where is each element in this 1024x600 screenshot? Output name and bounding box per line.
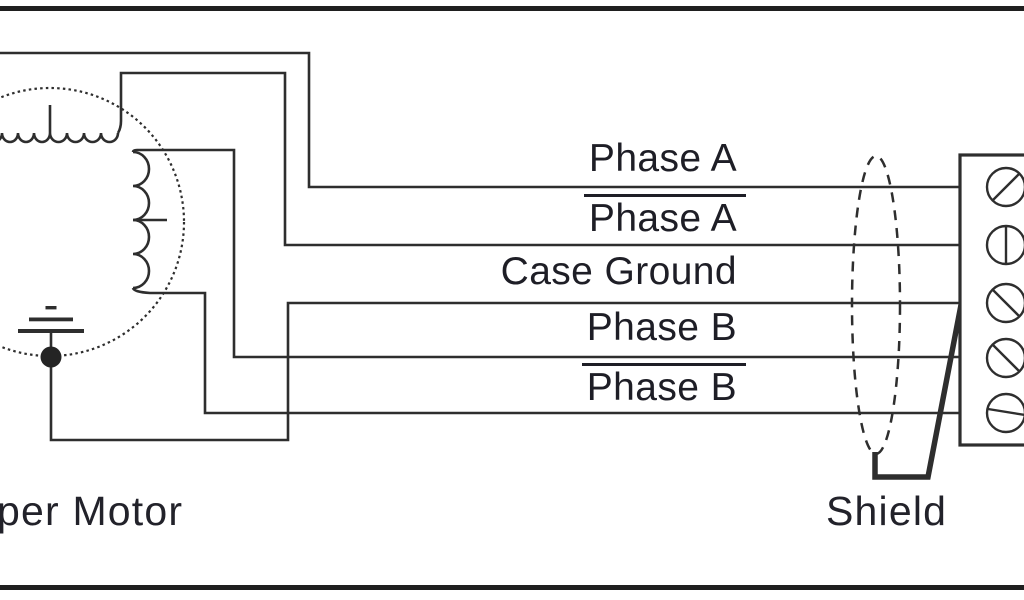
label-phase-a: Phase A (588, 137, 737, 180)
screw-terminal-phase-b (985, 337, 1024, 379)
case-junction-dot (40, 346, 62, 368)
label-phase-b: Phase B (586, 306, 737, 349)
screw-slot-phase-b (992, 344, 1020, 372)
screw-slot-case-ground (992, 289, 1020, 317)
wire-phase-a-bar (116, 71, 960, 247)
screw-terminals (985, 166, 1024, 434)
screw-terminal-case-ground (985, 282, 1024, 324)
label-phase-a-bar: Phase A (477, 194, 746, 238)
wire-phase-b-bar (131, 287, 960, 415)
label-case-ground: Case Ground (500, 250, 737, 293)
motor-caption: per Motor (0, 488, 184, 534)
ground-symbol (18, 306, 84, 333)
shield-ellipse (850, 154, 902, 456)
screw-terminal-phase-b-bar (985, 392, 1024, 434)
screw-slot-phase-a (992, 173, 1020, 201)
phase-a-winding (0, 132, 120, 144)
shield-caption: Shield (826, 488, 948, 534)
screw-terminal-phase-a (985, 166, 1024, 208)
wire-case-ground (49, 301, 960, 442)
shield-lead (872, 304, 964, 480)
wire-phase-a (0, 51, 960, 189)
label-phase-b-bar: Phase B (477, 363, 746, 407)
wire-phase-b (131, 148, 960, 359)
screw-slot-phase-b-bar (987, 407, 1024, 417)
frame-border-bottom (0, 585, 1024, 590)
motor-body-circle (0, 86, 186, 358)
frame-border-top (0, 6, 1024, 11)
